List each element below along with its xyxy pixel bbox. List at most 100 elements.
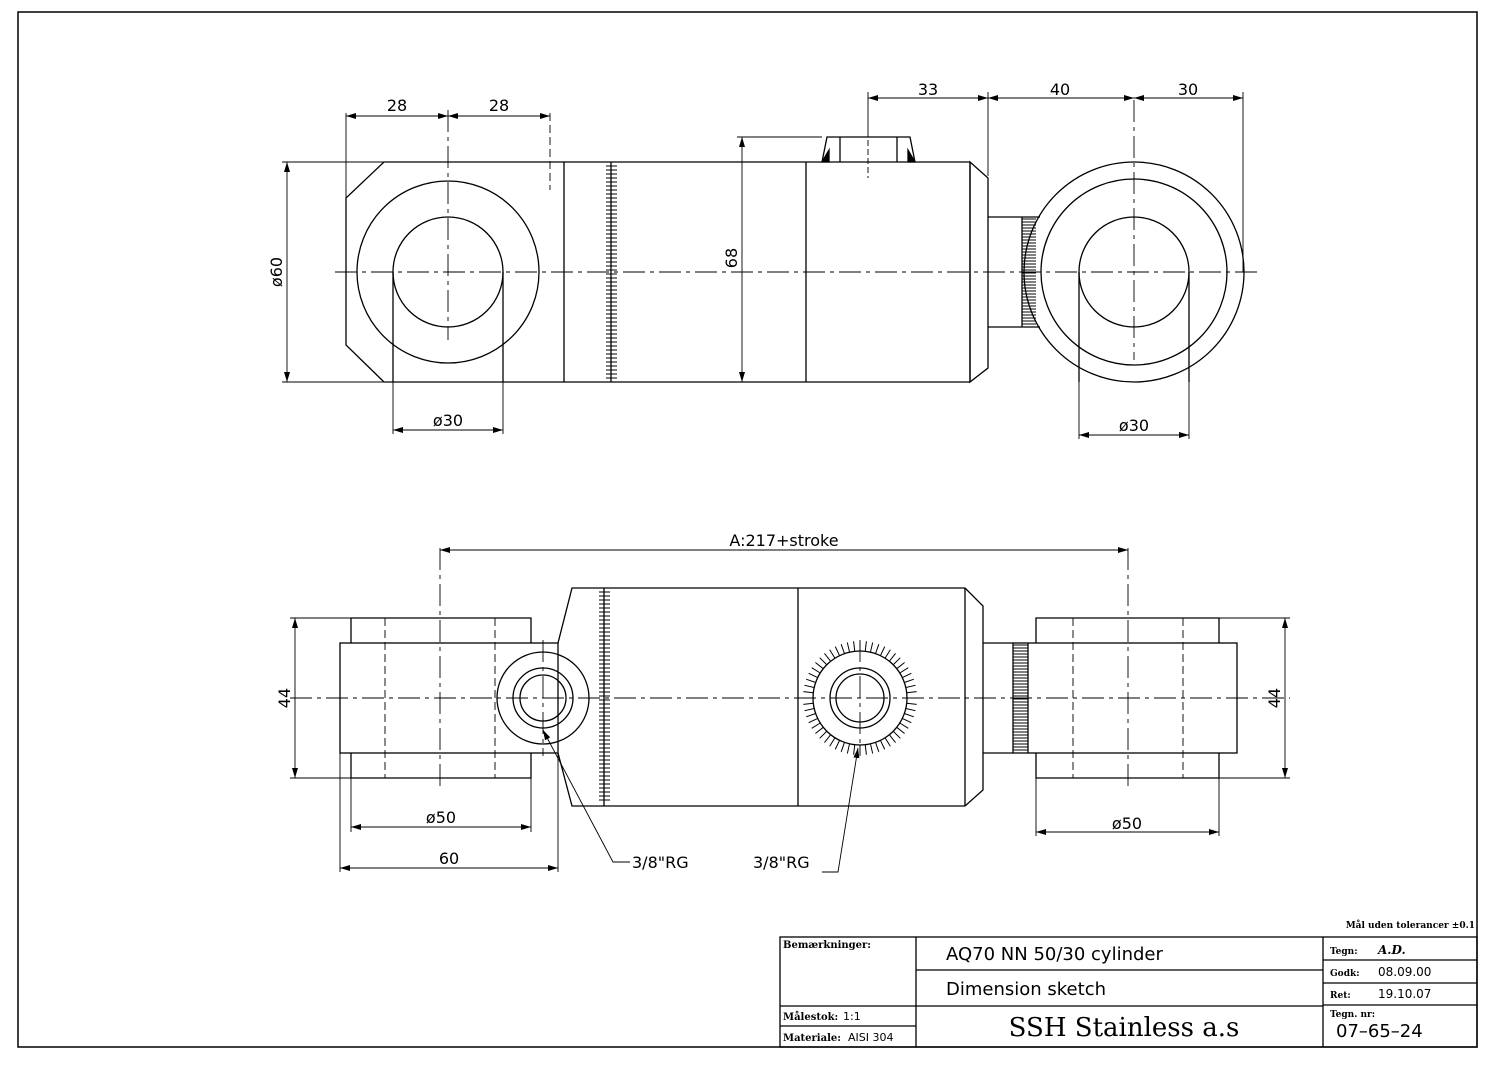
- hatch-mark: [853, 744, 856, 755]
- hatch-mark: [902, 672, 912, 679]
- hatch-mark: [888, 734, 896, 743]
- hatch-mark: [879, 646, 886, 656]
- hatch-mark: [896, 662, 905, 670]
- hatch-mark: [808, 717, 818, 724]
- hatch-mark: [896, 726, 905, 734]
- hatch-mark: [808, 672, 818, 679]
- dim-44-right: 44: [1265, 688, 1284, 708]
- hatch-mark: [904, 678, 914, 683]
- dim-30: 30: [1178, 80, 1198, 99]
- hatch-mark: [888, 653, 896, 662]
- scale-label: Målestok:: [783, 1011, 838, 1023]
- dim-40: 40: [1050, 80, 1070, 99]
- top-dimension-lines: [282, 92, 1244, 439]
- hatch-mark: [875, 644, 880, 654]
- approved-label: Godk:: [1330, 969, 1360, 979]
- bottom-view: [339, 587, 1238, 807]
- hatch-mark: [846, 642, 851, 653]
- dim-33: 33: [918, 80, 938, 99]
- hatch-mark: [824, 653, 832, 662]
- material-label: Materiale:: [783, 1033, 841, 1044]
- dim-a217-stroke: A:217+stroke: [729, 531, 838, 550]
- top-view: [345, 136, 1245, 384]
- dim-dia30-left: ø30: [433, 411, 463, 430]
- dim-28-left: 28: [387, 96, 407, 115]
- port-label-right: 3/8"RG: [753, 853, 810, 872]
- top-port-boss: [821, 136, 916, 163]
- hatch-mark: [906, 702, 917, 705]
- hatch-mark: [811, 667, 821, 674]
- hatch-mark: [846, 743, 851, 754]
- dim-dia60: ø60: [267, 257, 286, 287]
- hatch-mark: [806, 713, 816, 718]
- dim-28-right: 28: [489, 96, 509, 115]
- top-weld-marks: [606, 165, 617, 379]
- remarks-label: Bemærkninger:: [783, 940, 871, 951]
- hatch-mark: [804, 684, 815, 689]
- title-line-1: AQ70 NN 50/30 cylinder: [946, 944, 1163, 965]
- hatch-mark: [869, 642, 874, 653]
- port-label-left: 3/8"RG: [632, 853, 689, 872]
- dim-44-left: 44: [275, 688, 294, 708]
- hatch-mark: [834, 646, 841, 656]
- hatch-mark: [806, 678, 816, 683]
- bottom-knurl-marks: [1013, 644, 1028, 751]
- dim-60: 60: [439, 849, 459, 868]
- bottom-weld-marks: [599, 591, 610, 801]
- hatch-mark: [804, 707, 815, 712]
- hatch-mark: [840, 644, 845, 654]
- drawing-no-label: Tegn. nr:: [1330, 1010, 1375, 1020]
- hatch-mark: [905, 707, 916, 712]
- dim-68: 68: [722, 248, 741, 268]
- hatch-mark: [840, 742, 845, 752]
- hatch-mark: [899, 667, 909, 674]
- company-name: SSH Stainless a.s: [1009, 1013, 1240, 1043]
- hatch-mark: [824, 734, 832, 743]
- hatch-mark: [819, 730, 828, 739]
- dim-dia50-right: ø50: [1112, 814, 1142, 833]
- hatch-mark: [879, 740, 886, 750]
- hatch-mark: [864, 641, 867, 652]
- hatch-mark: [811, 722, 821, 729]
- hatch-mark: [892, 730, 901, 739]
- drawing-no-value: 07–65–24: [1336, 1021, 1423, 1042]
- hatch-mark: [902, 717, 912, 724]
- hatch-mark: [834, 740, 841, 750]
- hatch-mark: [815, 726, 824, 734]
- drawing-frame: [17, 11, 1478, 1048]
- hatch-mark: [803, 702, 814, 705]
- tolerance-note: Mål uden tolerancer ±0.1: [1346, 919, 1475, 931]
- hatch-mark: [884, 737, 891, 747]
- dim-dia50-left: ø50: [426, 808, 456, 827]
- drawn-value: A.D.: [1377, 943, 1406, 957]
- hatch-mark: [829, 737, 836, 747]
- title-block: [779, 936, 1478, 1048]
- hatch-mark: [905, 684, 916, 689]
- drawn-label: Tegn:: [1330, 947, 1358, 957]
- hatch-mark: [904, 713, 914, 718]
- scale-value: 1:1: [843, 1010, 861, 1023]
- hatch-mark: [829, 649, 836, 659]
- hatch-mark: [815, 662, 824, 670]
- approved-value: 08.09.00: [1378, 965, 1431, 979]
- hatch-mark: [869, 743, 874, 754]
- revised-value: 19.10.07: [1378, 987, 1431, 1001]
- bottom-center-lines: [290, 548, 1290, 790]
- dim-dia30-right: ø30: [1119, 416, 1149, 435]
- title-line-2: Dimension sketch: [946, 979, 1106, 1000]
- material-value: AISI 304: [848, 1031, 894, 1044]
- top-center-lines: [335, 100, 1260, 360]
- hatch-mark: [853, 641, 856, 652]
- revised-label: Ret:: [1330, 991, 1351, 1001]
- hatch-mark: [819, 657, 828, 666]
- hatch-mark: [803, 691, 814, 694]
- bottom-dimension-lines: [290, 547, 1290, 873]
- hatch-mark: [864, 744, 867, 755]
- hatch-mark: [884, 649, 891, 659]
- top-knurl-marks: [1022, 218, 1036, 325]
- hatch-mark: [875, 742, 880, 752]
- hatch-mark: [899, 722, 909, 729]
- hatch-mark: [892, 657, 901, 666]
- hatch-mark: [906, 691, 917, 694]
